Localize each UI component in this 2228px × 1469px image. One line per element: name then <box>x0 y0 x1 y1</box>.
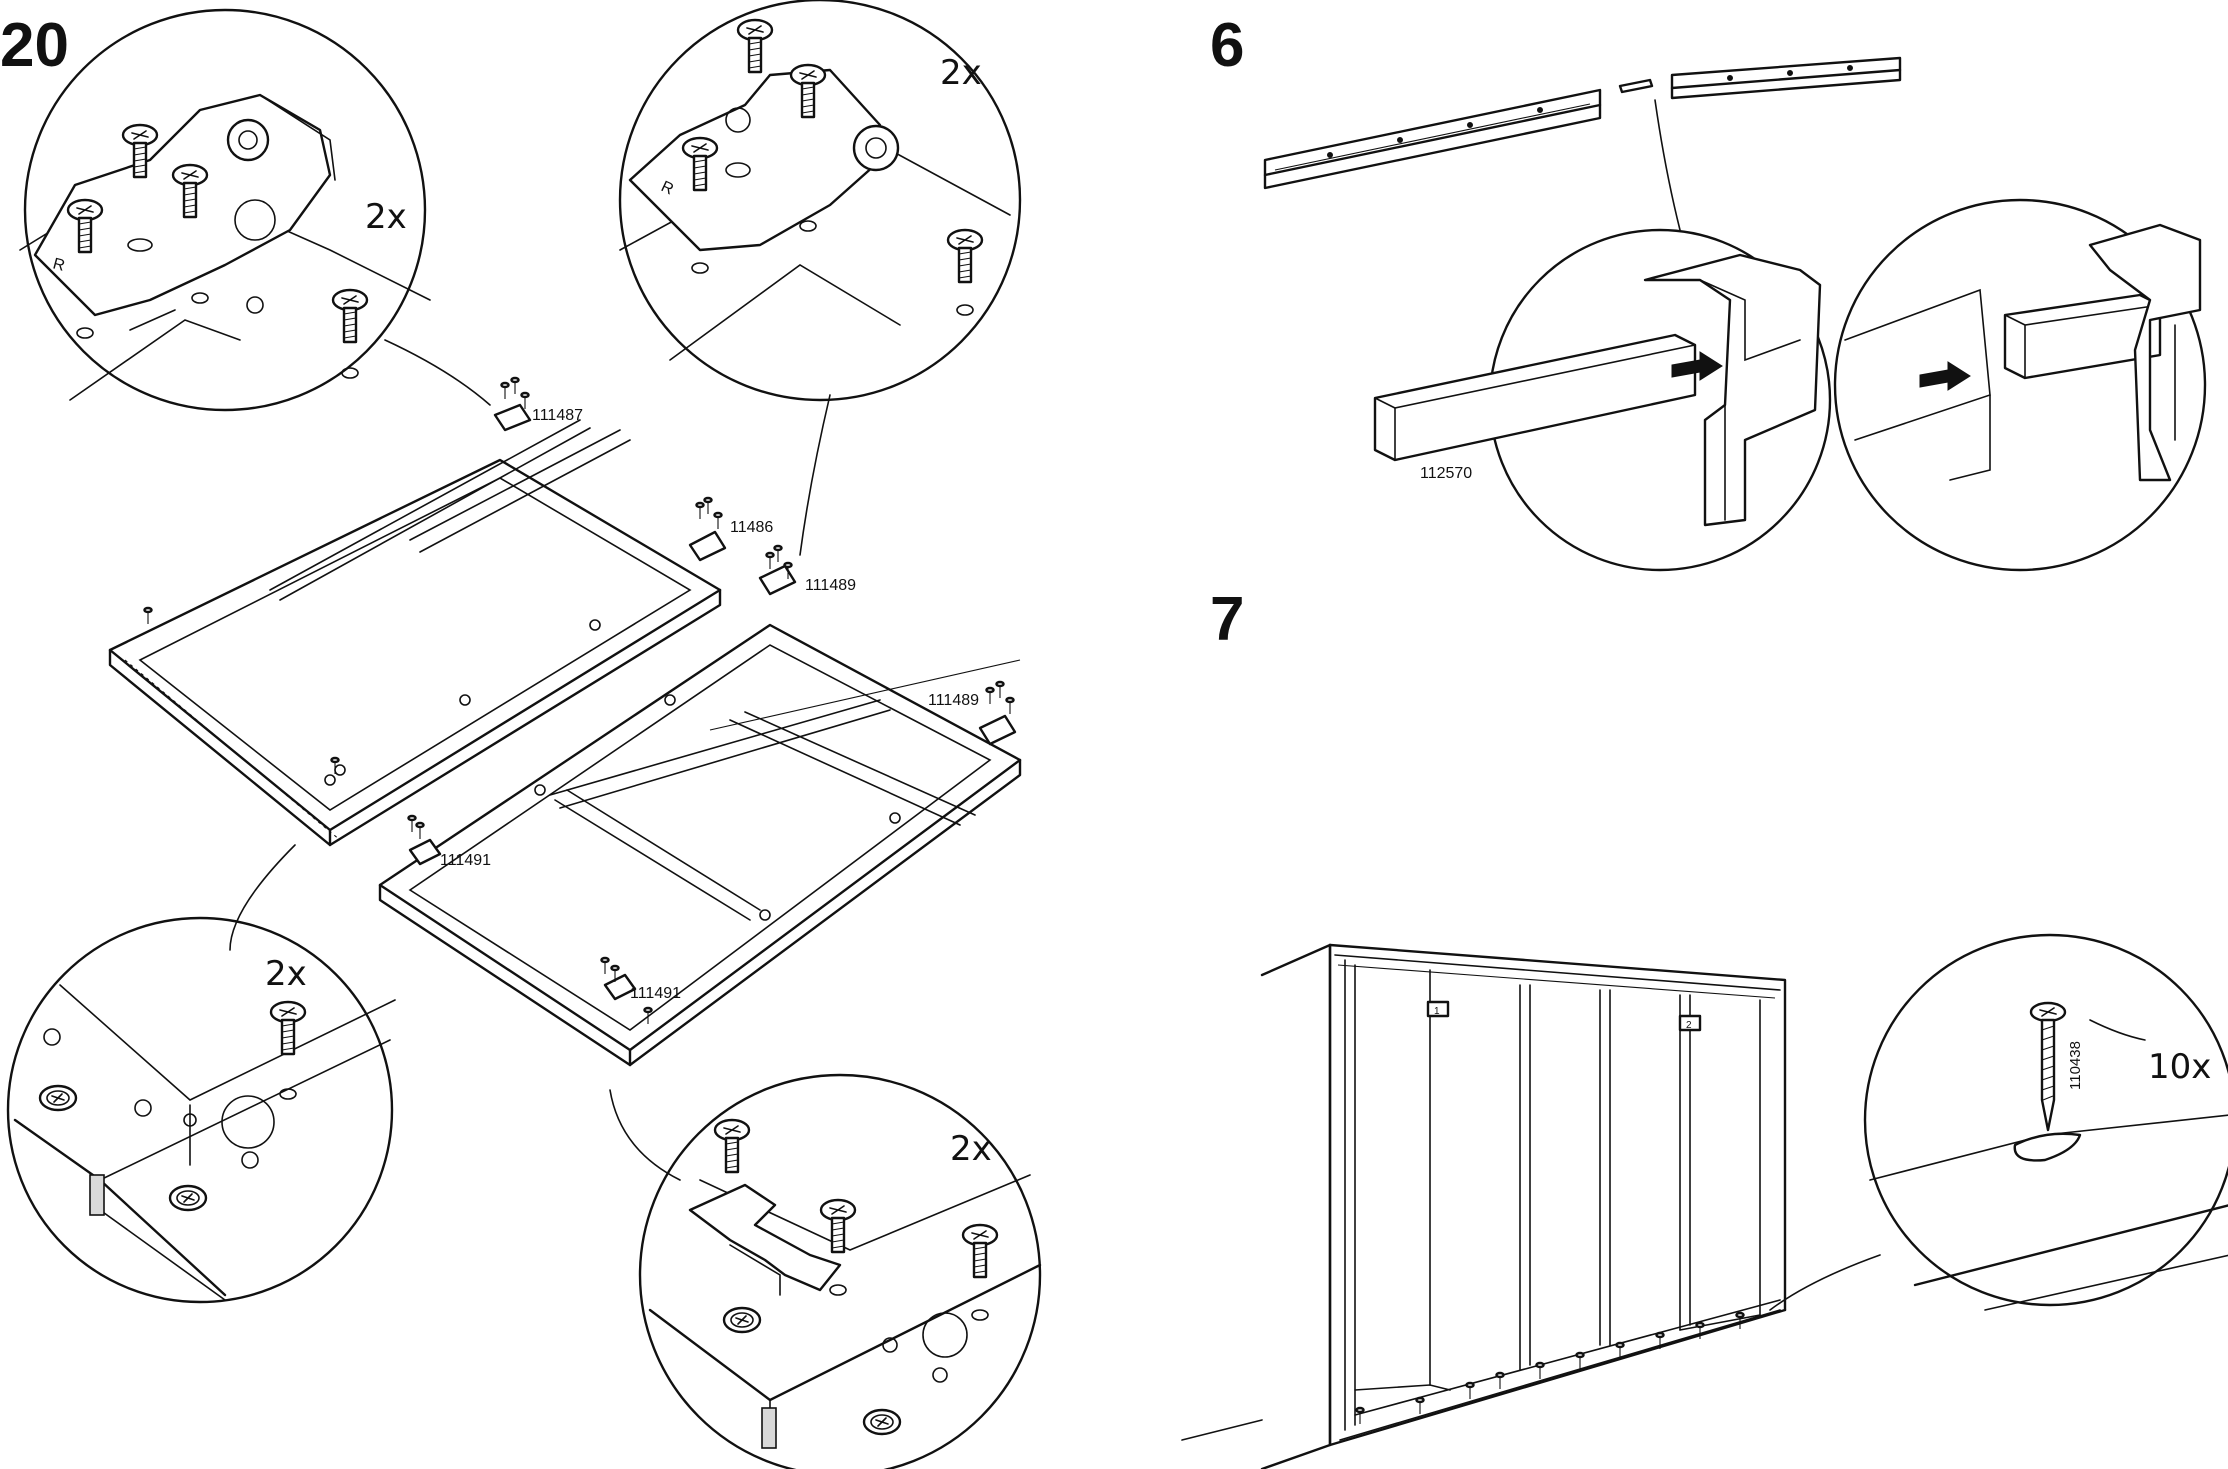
callout-circle-step6-left: 112570 <box>1373 228 1832 572</box>
part-number-label: 111491 <box>440 852 491 869</box>
screw-icon <box>713 1118 751 1174</box>
step-number-20: 20 <box>0 11 69 80</box>
cover-cap-icon <box>862 1408 902 1436</box>
hinge-bracket-small <box>493 376 532 432</box>
hinge-bracket-small <box>600 956 653 1026</box>
callout-circle-top-right: R 2x <box>618 0 1022 402</box>
screw-icon <box>143 606 153 626</box>
door-frame-lower <box>378 623 1022 1067</box>
callout-circle-step6-right <box>1833 198 2207 572</box>
screw-icon <box>331 288 369 344</box>
rail-profile <box>2088 223 2202 482</box>
part-number-label: 112570 <box>1420 465 1472 482</box>
screw-icon <box>1535 1361 1545 1381</box>
wardrobe-frame <box>1181 943 1787 1469</box>
wood-dowel-icon <box>1373 333 1697 462</box>
hinge-bracket-icon: R <box>33 93 336 317</box>
part-number-label: 110438 <box>2067 1041 2084 1090</box>
cover-cap-icon <box>168 1184 208 1212</box>
screw-icon <box>736 18 774 74</box>
hinge-bracket-icon <box>688 1183 842 1296</box>
screw-icon <box>946 228 984 284</box>
part-number-label: 11486 <box>730 519 773 536</box>
wood-dowel-icon <box>2003 293 2162 380</box>
screw-icon <box>1575 1351 1585 1371</box>
screw-icon <box>1465 1381 1475 1401</box>
screw-icon <box>1355 1406 1365 1426</box>
quantity-label: 2x <box>940 53 982 93</box>
hinge-bracket-icon: R <box>628 68 900 252</box>
screw-icon <box>2029 1001 2067 1132</box>
part-number-label: 111489 <box>805 577 856 594</box>
screw-icon <box>1495 1371 1505 1391</box>
part-number-label: 111487 <box>532 407 583 424</box>
arrow-right-icon <box>1671 351 1723 381</box>
rail-profile <box>1643 253 1822 527</box>
step-number-6: 6 <box>1210 11 1244 80</box>
door-frame-upper <box>108 419 722 847</box>
callout-circle-bottom-left: 2x <box>6 916 396 1304</box>
rail-connector <box>1618 78 1654 94</box>
top-rail-right <box>1670 56 1902 100</box>
hinge-bracket-small <box>978 680 1017 746</box>
screw-icon <box>1415 1396 1425 1416</box>
top-rail-left <box>1263 88 1602 190</box>
part-number-label: 111489 <box>928 692 979 709</box>
quantity-label: 2x <box>365 197 407 237</box>
callout-circle-step7: 110438 10x <box>1863 933 2228 1311</box>
screw-icon <box>819 1198 857 1254</box>
quantity-label: 10x <box>2148 1047 2211 1087</box>
hinge-bracket-small <box>758 544 797 596</box>
part-number-label: 111491 <box>630 985 681 1002</box>
svg-text:1: 1 <box>1434 1006 1440 1017</box>
cover-cap-icon <box>38 1084 78 1112</box>
side-mark-r: R <box>51 255 67 274</box>
arrow-right-icon <box>1919 361 1971 391</box>
step-number-7: 7 <box>1210 585 1244 654</box>
hinge-bracket-small <box>407 814 442 866</box>
wardrobe-tag-1: 1 <box>1426 1000 1450 1018</box>
cover-cap-icon <box>722 1306 762 1334</box>
svg-text:2: 2 <box>1686 1020 1692 1031</box>
screw-icon <box>961 1223 999 1279</box>
wardrobe-tag-2: 2 <box>1678 1014 1702 1032</box>
callout-circle-top-left: R 2x <box>19 8 431 412</box>
hinge-bracket-small <box>688 496 727 562</box>
callout-circle-bottom-right: 2x <box>638 1073 1042 1469</box>
quantity-label: 2x <box>950 1129 992 1169</box>
quantity-label: 2x <box>265 954 307 994</box>
